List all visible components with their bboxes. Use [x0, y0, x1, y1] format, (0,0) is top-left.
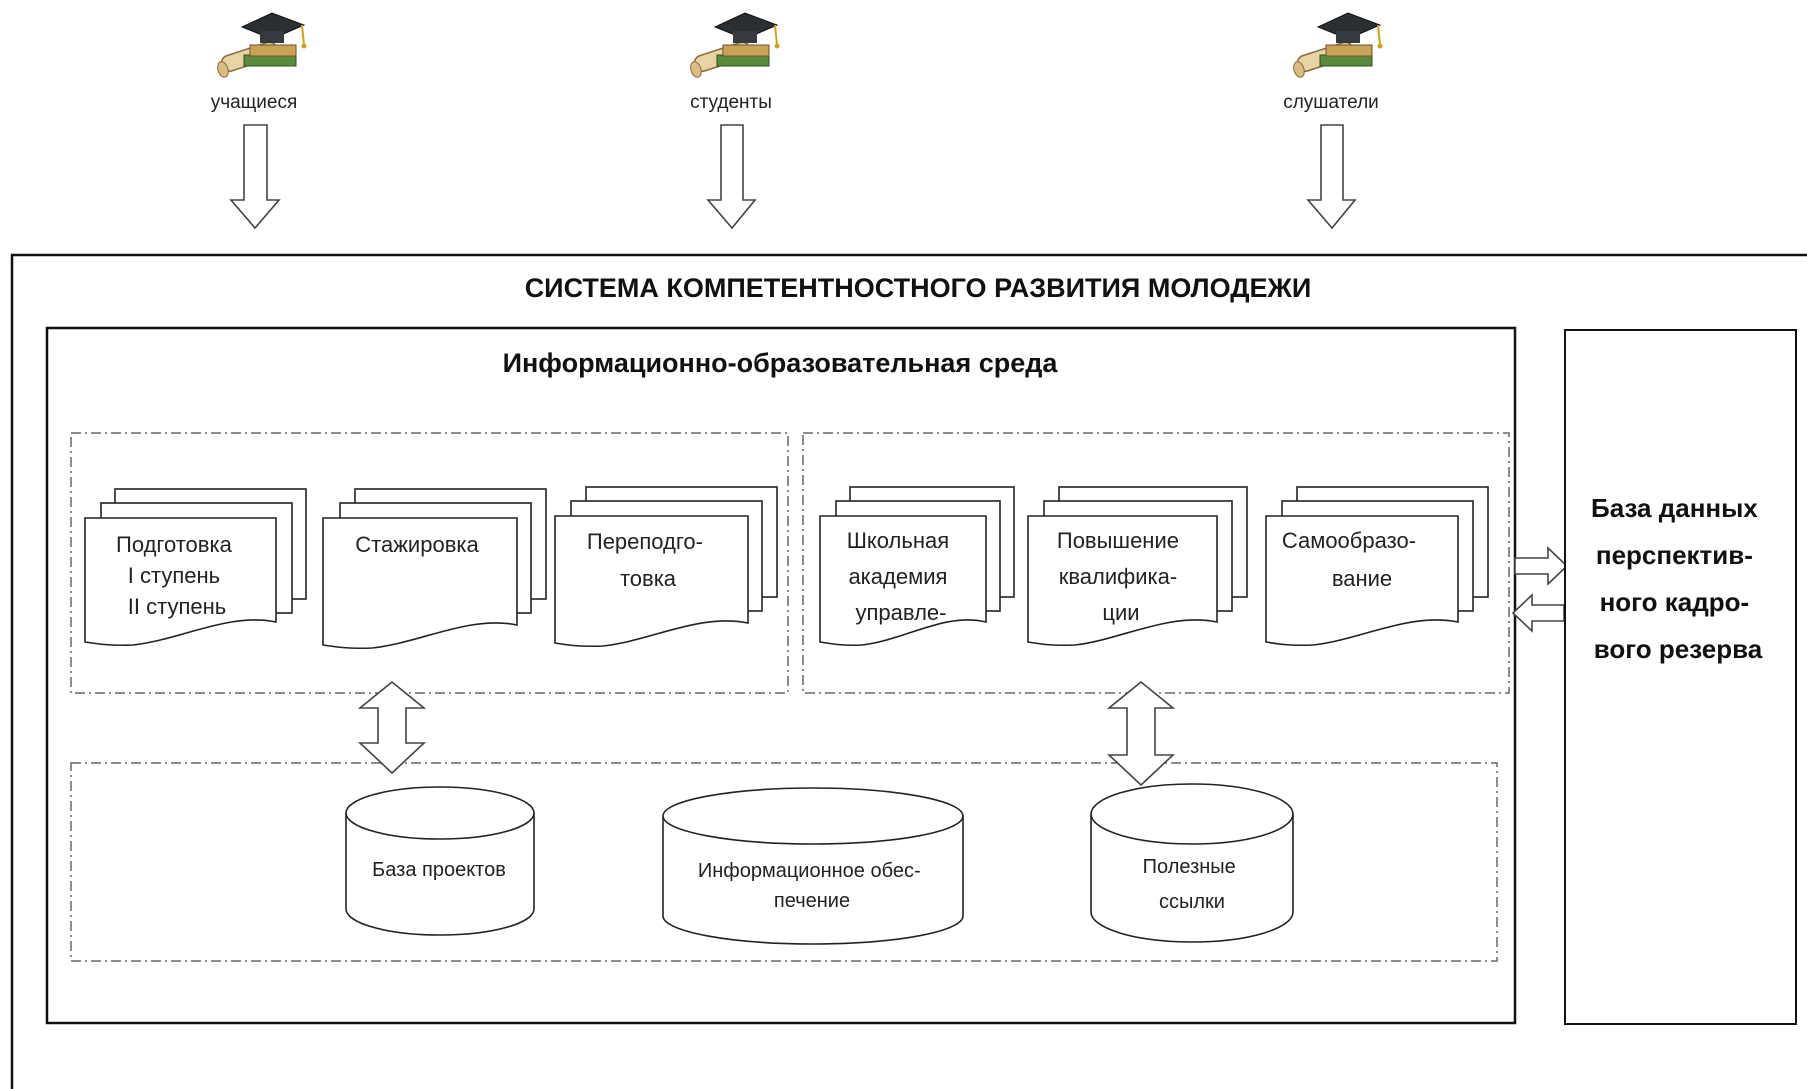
label-line: Школьная — [847, 528, 949, 553]
actor-students-university: студенты — [687, 12, 781, 113]
doc-stack-qualification — [1027, 486, 1248, 647]
database-group — [70, 762, 1498, 962]
reserve-database-label: База данных перспектив- ного кадро- вого… — [1591, 493, 1765, 664]
actor-label: слушатели — [1283, 92, 1379, 113]
label-line: Самообразо- — [1282, 528, 1416, 553]
doc-stack-internship — [322, 488, 547, 650]
arrow-right — [1514, 546, 1569, 586]
db-label: База проектов — [372, 859, 506, 881]
db-projects — [345, 786, 535, 936]
label-line: База данных — [1591, 493, 1758, 523]
program-group-right — [802, 432, 1510, 694]
label-line: База проектов — [372, 859, 506, 881]
doc-stack-label: Стажировка — [355, 532, 479, 557]
db-label: Информационное обес- печение — [698, 860, 926, 912]
label-line: Информационное обес- — [698, 860, 921, 882]
label-line: управле- — [856, 600, 947, 625]
db-useful-links — [1090, 783, 1294, 943]
label-line: товка — [620, 566, 677, 591]
label-line: Стажировка — [355, 532, 479, 557]
doc-stack-label: Школьная академия управле- — [847, 528, 956, 625]
label-line: II ступень — [128, 594, 226, 619]
arrow-left — [1511, 593, 1565, 633]
label-line: Повышение — [1057, 528, 1179, 553]
label-line: печение — [774, 890, 850, 912]
environment-box — [45, 326, 1517, 1025]
db-label: Полезные ссылки — [1143, 856, 1242, 913]
program-group-left — [70, 432, 789, 694]
label-line: вого резерва — [1594, 634, 1763, 664]
label-line: Полезные — [1143, 856, 1236, 878]
double-arrow-vertical — [1106, 680, 1176, 787]
doc-stack-label: Повышение квалифика- ции — [1057, 528, 1185, 625]
label-line: Подготовка — [116, 532, 233, 557]
double-arrow-vertical — [357, 680, 427, 775]
doc-stack-retraining — [554, 486, 778, 648]
label-line: перспектив- — [1596, 540, 1753, 570]
reserve-database-box — [1564, 329, 1797, 1025]
graduate-icon — [687, 12, 781, 80]
label-line: I ступень — [128, 563, 220, 588]
doc-stack-label: Переподго- товка — [587, 529, 709, 591]
label-line: квалифика- — [1059, 564, 1178, 589]
system-frame — [10, 253, 1807, 1089]
actor-listeners: слушатели — [1283, 12, 1384, 113]
actor-label: студенты — [690, 92, 772, 113]
graduate-icon — [1290, 12, 1384, 80]
label-line: Переподго- — [587, 529, 703, 554]
graduate-icon — [214, 12, 308, 80]
doc-stack-training — [84, 488, 307, 647]
doc-stack-label: Подготовка I ступень II ступень — [116, 532, 238, 619]
db-information-support — [662, 787, 964, 945]
actor-students-school: учащиеся — [211, 12, 308, 113]
actor-label: учащиеся — [211, 92, 298, 113]
arrow-down — [706, 124, 757, 230]
arrow-down — [229, 124, 281, 230]
label-line: ного кадро- — [1600, 587, 1750, 617]
doc-stack-school-academy — [819, 486, 1015, 647]
arrow-down — [1306, 124, 1357, 230]
label-line: ссылки — [1159, 891, 1225, 913]
environment-title: Информационно-образовательная среда — [503, 348, 1059, 378]
doc-stack-self-education — [1265, 486, 1489, 647]
label-line: академия — [848, 564, 947, 589]
label-line: ции — [1102, 600, 1139, 625]
doc-stack-label: Самообразо- вание — [1282, 528, 1422, 591]
label-line: вание — [1332, 566, 1392, 591]
system-title: СИСТЕМА КОМПЕТЕНТНОСТНОГО РАЗВИТИЯ МОЛОД… — [525, 273, 1312, 303]
